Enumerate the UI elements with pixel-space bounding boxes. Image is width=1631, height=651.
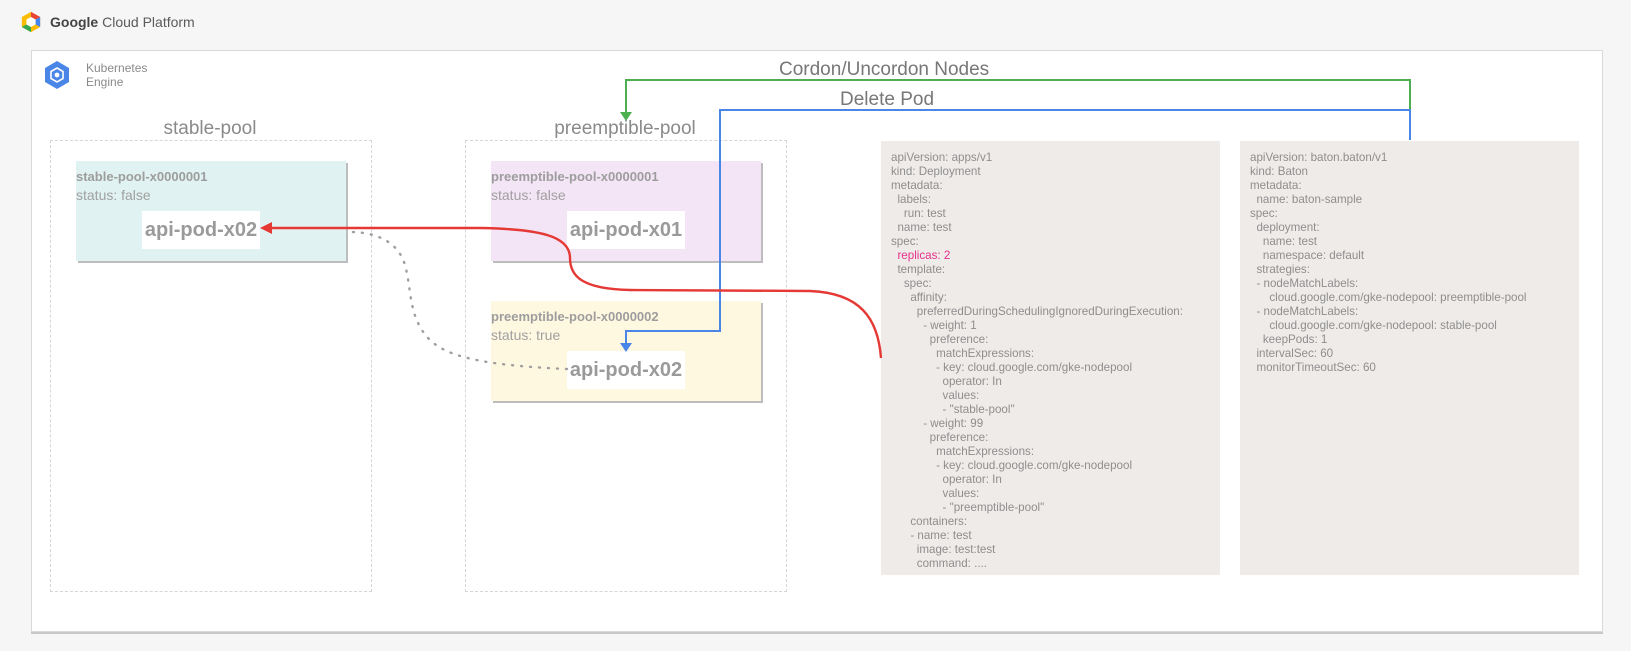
yaml-line: kind: Baton — [1250, 165, 1309, 178]
yaml-line: deployment: — [1250, 221, 1320, 234]
platform-title: Google Cloud Platform — [50, 14, 195, 30]
yaml-line: command: .... — [891, 557, 987, 570]
yaml-line: containers: — [891, 515, 968, 528]
yaml-line: matchExpressions: — [891, 445, 1035, 458]
cordon-uncordon-label: Cordon/Uncordon Nodes — [779, 59, 990, 80]
yaml-line: - weight: 99 — [891, 417, 984, 430]
yaml-line: template: — [891, 263, 946, 276]
yaml-line: - nodeMatchLabels: — [1250, 277, 1359, 290]
yaml-line: affinity: — [891, 291, 947, 304]
engine-label-line2: Engine — [86, 75, 124, 89]
yaml-line: - weight: 1 — [891, 319, 977, 332]
node-status: status: true — [491, 327, 561, 343]
yaml-line: image: test:test — [891, 543, 996, 556]
google-cloud-logo-icon — [21, 11, 41, 33]
yaml-line: operator: In — [891, 375, 1002, 388]
yaml-line: - key: cloud.google.com/gke-nodepool — [891, 361, 1133, 374]
yaml-line: preference: — [891, 431, 989, 444]
yaml-line: cloud.google.com/gke-nodepool: stable-po… — [1250, 319, 1497, 332]
node-name: stable-pool-x0000001 — [76, 169, 208, 184]
pod-api-pod-x02-preemptible[interactable]: api-pod-x02 — [567, 351, 685, 389]
yaml-line: cloud.google.com/gke-nodepool: preemptib… — [1250, 291, 1527, 304]
yaml-line: keepPods: 1 — [1250, 333, 1328, 346]
stable-pool-title: stable-pool — [163, 118, 257, 139]
yaml-line: - "stable-pool" — [891, 403, 1015, 416]
node-status: status: false — [76, 187, 151, 203]
yaml-line: metadata: — [1250, 179, 1302, 192]
yaml-line: preference: — [891, 333, 989, 346]
pod-api-pod-x01[interactable]: api-pod-x01 — [567, 211, 685, 249]
yaml-line: apiVersion: baton.baton/v1 — [1250, 151, 1388, 164]
yaml-line: preferredDuringSchedulingIgnoredDuringEx… — [891, 305, 1183, 318]
node-name: preemptible-pool-x0000002 — [491, 309, 659, 324]
yaml-line: metadata: — [891, 179, 943, 192]
yaml-line: labels: — [891, 193, 931, 206]
yaml-line: spec: — [891, 235, 919, 248]
yaml-line: spec: — [891, 277, 932, 290]
yaml-line: values: — [891, 487, 980, 500]
pod-api-pod-x02-stable[interactable]: api-pod-x02 — [142, 211, 260, 249]
yaml-line: intervalSec: 60 — [1250, 347, 1334, 360]
stable-pool-node-x0000001[interactable]: stable-pool-x0000001 status: false api-p… — [76, 161, 346, 261]
yaml-line: run: test — [891, 207, 946, 220]
yaml-line: values: — [891, 389, 980, 402]
yaml-line: replicas: 2 — [891, 249, 951, 262]
yaml-line: kind: Deployment — [891, 165, 981, 178]
node-name: preemptible-pool-x0000001 — [491, 169, 659, 184]
kubernetes-engine-label: Kubernetes Engine — [86, 61, 147, 89]
yaml-line: matchExpressions: — [891, 347, 1035, 360]
engine-label-line1: Kubernetes — [86, 61, 148, 75]
gcp-header: Google Cloud Platform — [20, 10, 195, 34]
yaml-line: strategies: — [1250, 263, 1310, 276]
yaml-line: namespace: default — [1250, 249, 1365, 262]
yaml-line: operator: In — [891, 473, 1002, 486]
yaml-line: - key: cloud.google.com/gke-nodepool — [891, 459, 1133, 472]
delete-pod-label: Delete Pod — [840, 89, 935, 110]
preemptible-pool-node-x0000002[interactable]: preemptible-pool-x0000002 status: true a… — [491, 301, 761, 401]
preemptible-pool-title: preemptible-pool — [554, 118, 696, 139]
yaml-line: - name: test — [891, 529, 972, 542]
yaml-line: name: test — [891, 221, 952, 234]
preemptible-pool-node-x0000001[interactable]: preemptible-pool-x0000001 status: false … — [491, 161, 761, 261]
kubernetes-engine-icon — [45, 61, 69, 89]
node-status: status: false — [491, 187, 566, 203]
yaml-line: monitorTimeoutSec: 60 — [1250, 361, 1376, 374]
yaml-line: - "preemptible-pool" — [891, 501, 1045, 514]
yaml-line: apiVersion: apps/v1 — [891, 151, 993, 164]
yaml-line: name: baton-sample — [1250, 193, 1363, 206]
yaml-line: spec: — [1250, 207, 1278, 220]
yaml-line: name: test — [1250, 235, 1318, 248]
yaml-line: - nodeMatchLabels: — [1250, 305, 1359, 318]
